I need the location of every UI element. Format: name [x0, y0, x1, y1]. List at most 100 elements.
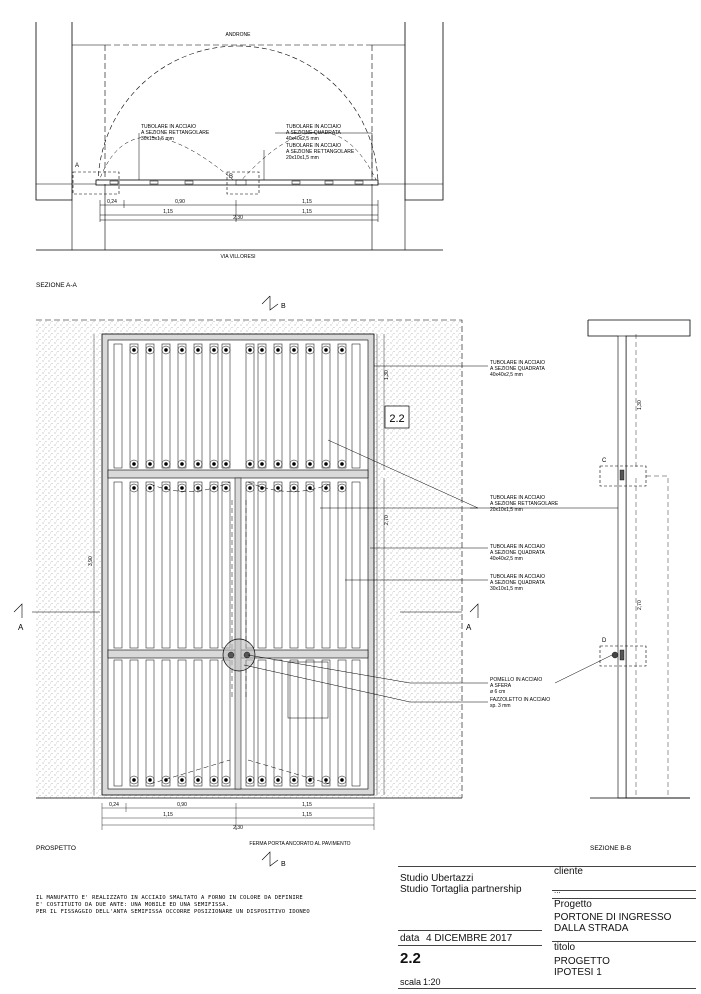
sheet-number: 2.2 [400, 950, 421, 967]
lower-bar [289, 659, 299, 787]
middle-bar [221, 481, 231, 649]
el-callout-4a: TUBOLARE IN ACCIAIO [490, 574, 545, 580]
middle-bar [161, 481, 171, 649]
titolo-label: titolo [554, 942, 576, 953]
scroll-ornament-core [324, 778, 328, 782]
section-mark-right: A [466, 623, 472, 632]
scroll-ornament-core [276, 462, 280, 466]
el-callout-1a: TUBOLARE IN ACCIAIO [490, 360, 545, 366]
upper-bar [129, 343, 139, 469]
scroll-ornament-core [224, 778, 228, 782]
scroll-ornament-core [180, 462, 184, 466]
progetto-label: Progetto [554, 899, 592, 910]
scroll-ornament-core [180, 486, 184, 490]
plan-dim-total: 2,30 [233, 215, 243, 221]
scroll-ornament-core [248, 462, 252, 466]
note-line-1: IL MANUFATTO E' REALIZZATO IN ACCIAIO SM… [36, 895, 303, 901]
elevation-title: PROSPETTO [36, 845, 76, 852]
gate-plan-leaf [95, 179, 379, 186]
elev-dim-4: 1,15 [163, 812, 173, 818]
upper-bar [193, 343, 203, 469]
scroll-ornament-core [196, 778, 200, 782]
progetto-line-2: DALLA STRADA [554, 923, 629, 934]
scroll-ornament-core [132, 462, 136, 466]
section-bb-texts: 1,30 2,70 C D SEZIONE B-B [590, 400, 643, 852]
plan-section-aa [35, 22, 444, 251]
scroll-ornament-core [132, 486, 136, 490]
middle-bar [289, 481, 299, 649]
callout-left-1: TUBOLARE IN ACCIAIO [141, 124, 196, 130]
el-callout-6b: sp. 3 mm [490, 703, 511, 709]
el-callout-5a: POMELLO IN ACCIAIO [490, 677, 542, 683]
plan-bottom-label: VIA VILLORESI [220, 254, 255, 260]
plan-dim-5: 1,15 [302, 209, 312, 215]
scroll-ornament-core [340, 486, 344, 490]
swing-arc-left [97, 45, 239, 185]
lower-bar [273, 659, 283, 787]
progetto-line-1: PORTONE DI INGRESSO [554, 912, 672, 923]
plan-title: SEZIONE A-A [36, 282, 77, 289]
el-callout-3b: A SEZIONE QUADRATA [490, 550, 545, 556]
scroll-ornament-core [308, 462, 312, 466]
general-notes: IL MANUFATTO E' REALIZZATO IN ACCIAIO SM… [36, 895, 310, 916]
elev-dim-mid: 2,70 [384, 515, 390, 525]
upper-bar [305, 343, 315, 469]
middle-bar [177, 481, 187, 649]
scroll-ornament-core [292, 348, 296, 352]
plan-dim-4: 1,15 [163, 209, 173, 215]
middle-bar [245, 481, 255, 649]
scroll-ornament-core [196, 348, 200, 352]
swing-arc-right [237, 45, 379, 185]
middle-bar [351, 481, 361, 649]
middle-bar [193, 481, 203, 649]
scroll-ornament-core [292, 462, 296, 466]
section-b-mark-bottom: B [281, 861, 286, 868]
upper-bar [273, 343, 283, 469]
scroll-ornament-core [340, 462, 344, 466]
right-wall [404, 22, 444, 201]
el-callout-6a: FAZZOLETTO IN ACCIAIO [490, 697, 550, 703]
scroll-ornament-core [180, 778, 184, 782]
el-callout-3a: TUBOLARE IN ACCIAIO [490, 544, 545, 550]
lower-bar [257, 659, 267, 787]
elevation [13, 295, 488, 867]
lower-bar [321, 659, 331, 787]
lower-bar [245, 659, 255, 787]
middle-bar [209, 481, 219, 649]
upper-bar [145, 343, 155, 469]
upper-bar [321, 343, 331, 469]
elev-dim-2: 0,90 [177, 802, 187, 808]
scroll-ornament-core [212, 462, 216, 466]
lower-bar [221, 659, 231, 787]
scroll-ornament-core [148, 778, 152, 782]
elev-dim-total: 2,30 [233, 825, 243, 831]
scroll-ornament-core [148, 462, 152, 466]
callout-r2-2: A SEZIONE RETTANGOLARE [286, 149, 355, 155]
upper-bar [245, 343, 255, 469]
lower-bar [161, 659, 171, 787]
scroll-ornament-core [212, 348, 216, 352]
scroll-ornament-core [180, 348, 184, 352]
lower-bar [177, 659, 187, 787]
lower-bar [351, 659, 361, 787]
el-callout-1b: A SEZIONE QUADRATA [490, 366, 545, 372]
scroll-ornament-core [224, 348, 228, 352]
cliente-value: ... [554, 886, 561, 895]
scroll-ornament-core [260, 486, 264, 490]
scroll-ornament-core [248, 348, 252, 352]
scroll-ornament-core [260, 462, 264, 466]
elev-dim-top: 1,30 [384, 370, 390, 380]
upper-bar [337, 343, 347, 469]
scroll-ornament-core [260, 348, 264, 352]
studio-name-1: Studio Ubertazzi [400, 873, 474, 884]
note-line-2: E' COSTITUITO DA DUE ANTE: UNA MOBILE ED… [36, 902, 230, 908]
el-callout-2b: A SEZIONE RETTANGOLARE [490, 501, 559, 507]
middle-bar [273, 481, 283, 649]
scroll-ornament-core [308, 348, 312, 352]
knob-detail [222, 638, 256, 672]
el-callout-1c: 40x40x2,5 mm [490, 372, 523, 378]
middle-bar [337, 481, 347, 649]
transom-rail [107, 469, 369, 479]
callout-r1-1: TUBOLARE IN ACCIAIO [286, 124, 341, 130]
plan-marker-b: B [229, 174, 233, 180]
